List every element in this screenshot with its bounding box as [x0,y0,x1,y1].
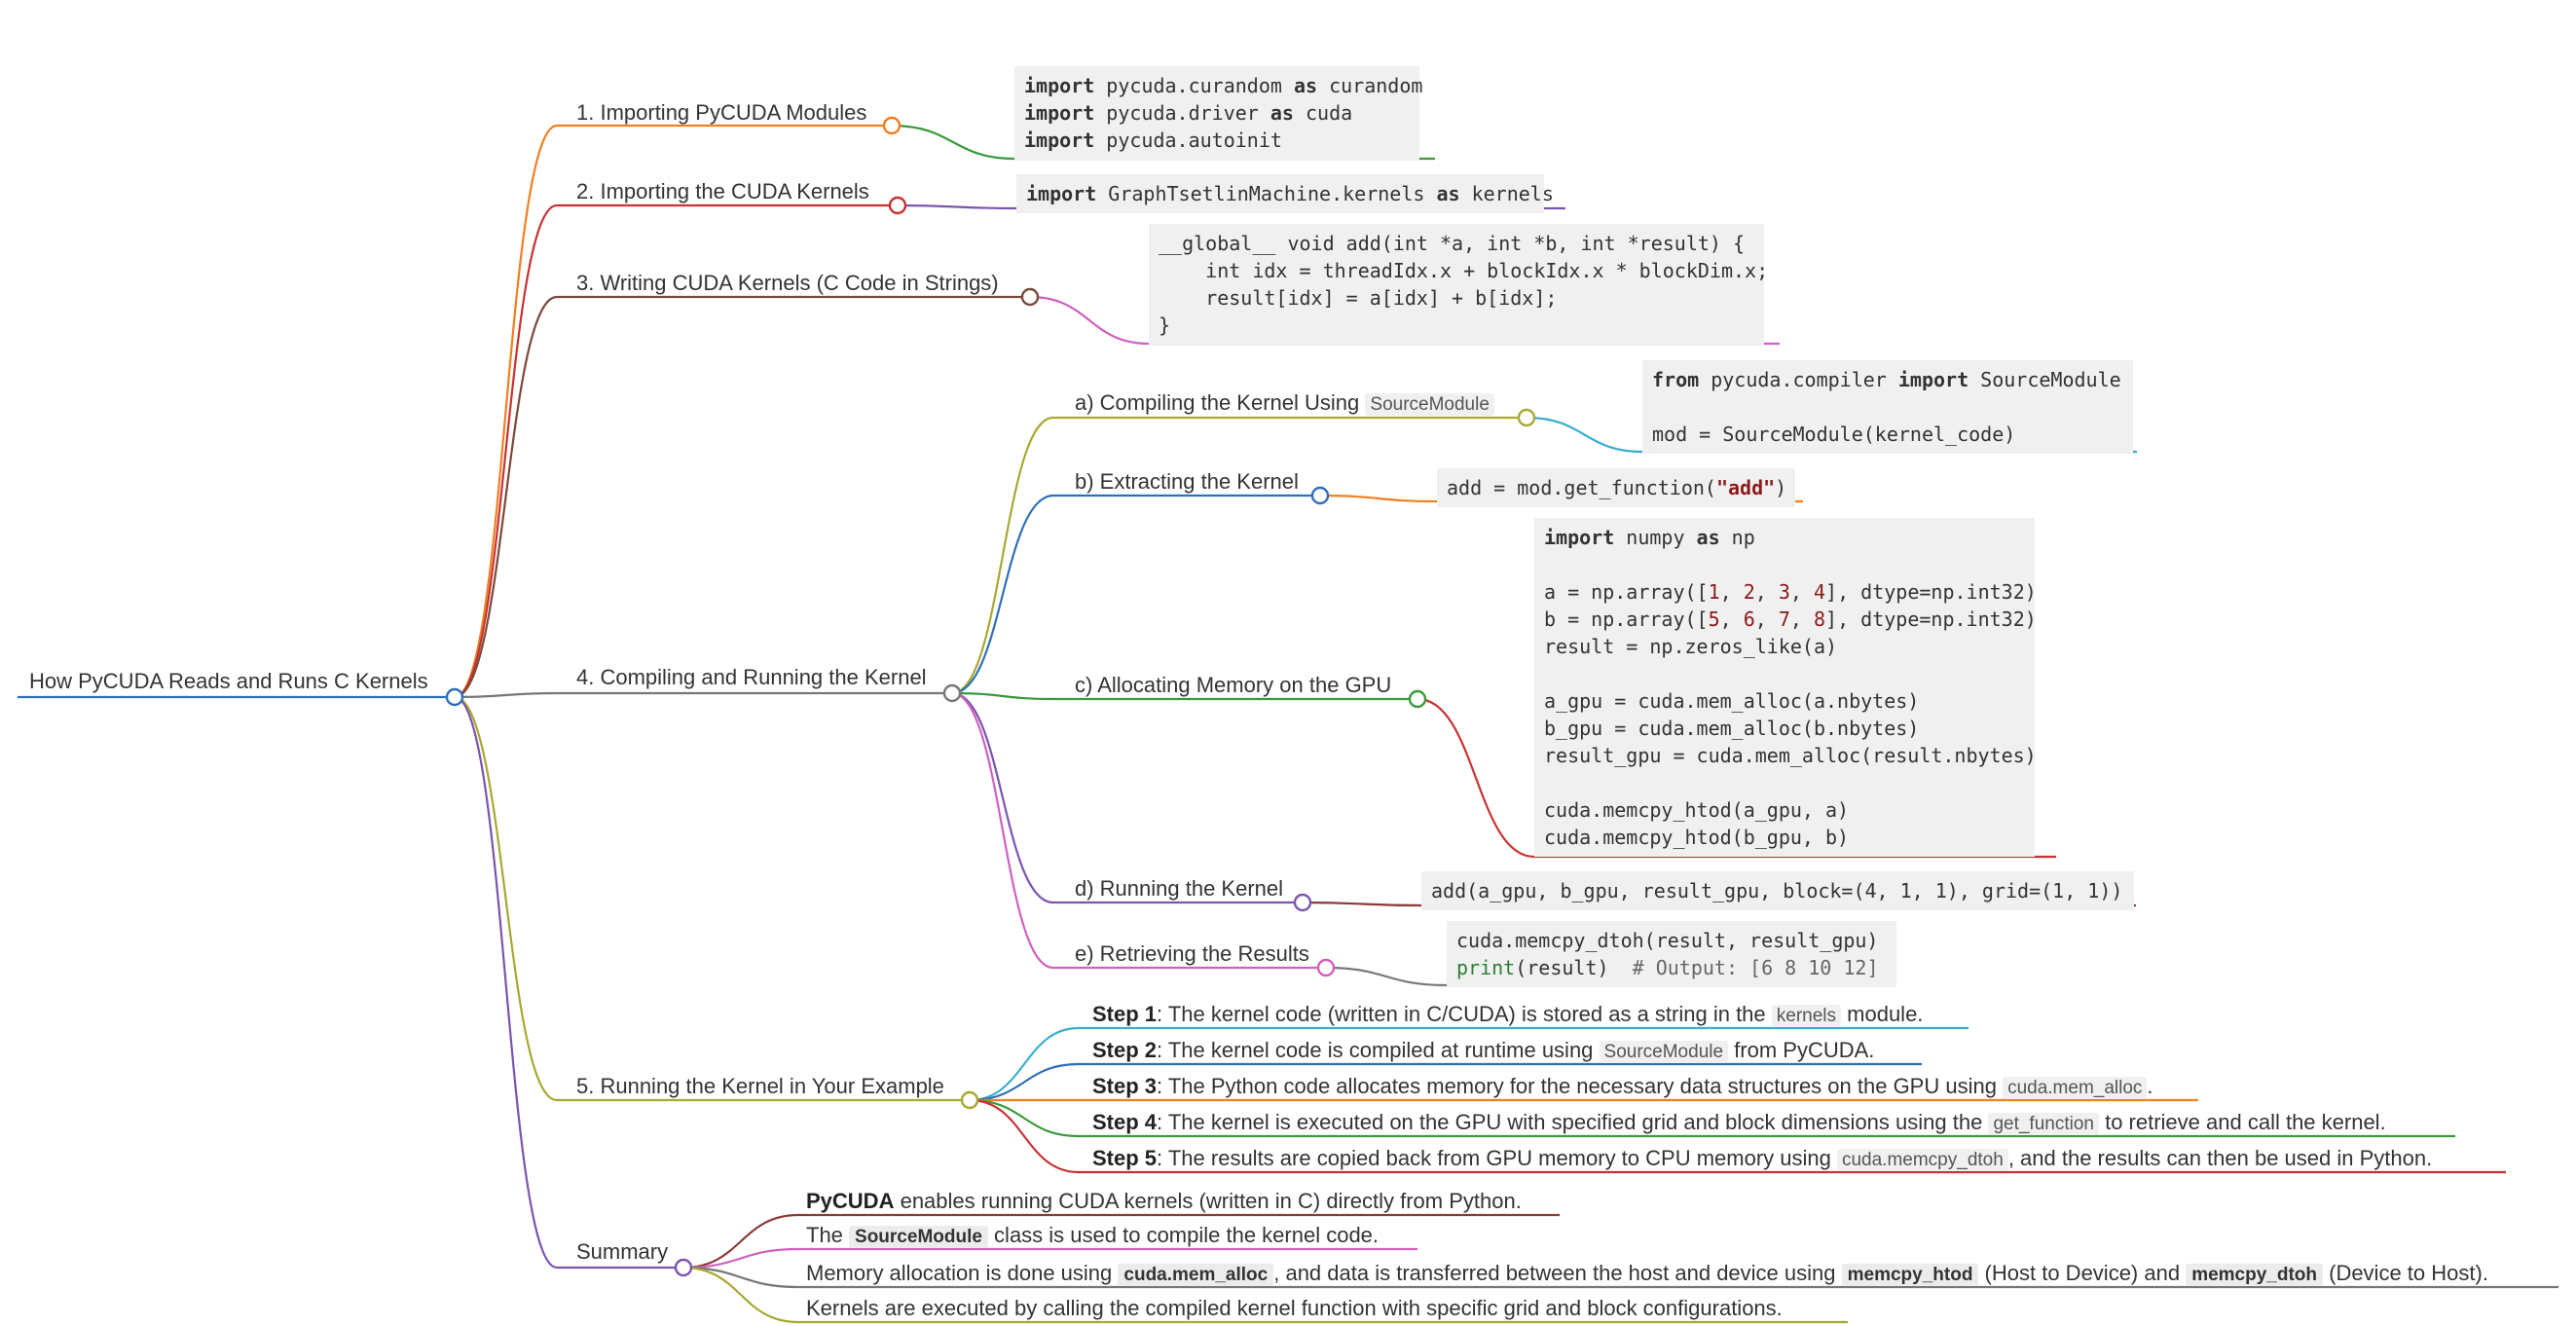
code-run-kernel: add(a_gpu, b_gpu, result_gpu, block=(4, … [1421,871,2134,910]
node-compiling-running[interactable] [942,683,962,703]
edge-root-b3 [454,295,558,699]
edge-summary-4 [682,1266,799,1324]
edge-code-allocate-memory [1417,697,1535,859]
code-import-kernels: import GraphTsetlinMachine.kernels as ke… [1016,174,1554,213]
edge-branch4-sc [951,691,1054,701]
sub-allocating-memory: c) Allocating Memory on the GPU [1075,673,1392,697]
branch-importing-modules: 1. Importing PyCUDA Modules [576,100,867,125]
branch-running-example: 5. Running the Kernel in Your Example [576,1074,944,1098]
edge-branch4-sb [951,494,1054,695]
edge-code-source-module [1526,416,1643,454]
inline-code-sourcemodule: SourceModule [1365,393,1494,416]
node-retrieving-results[interactable] [1316,958,1336,977]
edge-code-import-modules [891,124,1015,161]
step-4: Step 4: The kernel is executed on the GP… [1092,1110,2386,1135]
edge-code-retrieve-results [1325,966,1448,987]
root-label: How PyCUDA Reads and Runs C Kernels [29,669,428,693]
summary-item-2: The SourceModule class is used to compil… [806,1223,1380,1248]
step-2: Step 2: The kernel code is compiled at r… [1092,1038,1875,1063]
edge-step-1 [969,1026,1080,1102]
summary-item-4: Kernels are executed by calling the comp… [806,1296,1783,1320]
edge-root-b5 [454,695,558,1102]
branch-importing-kernels: 2. Importing the CUDA Kernels [576,179,869,203]
step-1: Step 1: The kernel code (written in C/CU… [1092,1002,1924,1027]
node-running-kernel[interactable] [1293,893,1312,912]
code-retrieve-results: cuda.memcpy_dtoh(result, result_gpu)prin… [1447,921,1896,987]
edge-code-run-kernel [1302,901,1422,907]
code-source-module: from pycuda.compiler import SourceModule… [1642,360,2133,454]
root-node[interactable] [445,687,464,707]
sub-retrieving-results: e) Retrieving the Results [1075,941,1309,966]
node-importing-modules[interactable] [882,116,902,135]
node-extracting-kernel[interactable] [1310,486,1330,505]
edge-summary-3 [682,1266,799,1289]
edge-root-b2 [454,203,558,699]
edge-root-b4 [454,691,558,699]
node-summary[interactable] [674,1258,693,1277]
sub-extracting-kernel: b) Extracting the Kernel [1075,469,1299,494]
node-compiling-kernel[interactable] [1517,408,1536,427]
edge-branch4-sa [951,416,1054,695]
edge-root-b1 [454,124,558,699]
edge-summary-1 [682,1213,799,1270]
sub-running-kernel: d) Running the Kernel [1075,876,1284,901]
edge-step-2 [969,1062,1080,1102]
step-5: Step 5: The results are copied back from… [1092,1146,2433,1171]
branch-writing-kernels: 3. Writing CUDA Kernels (C Code in Strin… [576,271,999,295]
edge-summary-2 [682,1247,799,1270]
edge-root-b6 [454,695,558,1270]
edge-code-cuda-kernel [1029,295,1150,346]
summary-item-3: Memory allocation is done using cuda.mem… [806,1261,2488,1286]
node-importing-kernels[interactable] [888,196,907,215]
edge-step-4 [969,1098,1080,1138]
branch-summary: Summary [576,1239,669,1264]
summary-item-1: PyCUDA enables running CUDA kernels (wri… [806,1189,1522,1213]
step-3: Step 3: The Python code allocates memory… [1092,1074,2153,1099]
branch-compiling-running: 4. Compiling and Running the Kernel [576,665,927,689]
edge-step-5 [969,1098,1080,1174]
edge-code-get-function [1319,494,1438,503]
node-allocating-memory[interactable] [1408,689,1427,709]
code-cuda-kernel: __global__ void add(int *a, int *b, int … [1149,224,1768,345]
node-writing-kernels[interactable] [1020,287,1040,307]
edge-code-import-kernels [897,203,1017,210]
sub-compiling-kernel: a) Compiling the Kernel Using SourceModu… [1075,390,1494,418]
edge-branch4-se [951,691,1054,970]
node-running-example[interactable] [960,1090,979,1110]
code-get-function: add = mod.get_function("add") [1437,468,1795,507]
edge-branch4-sd [951,691,1054,904]
